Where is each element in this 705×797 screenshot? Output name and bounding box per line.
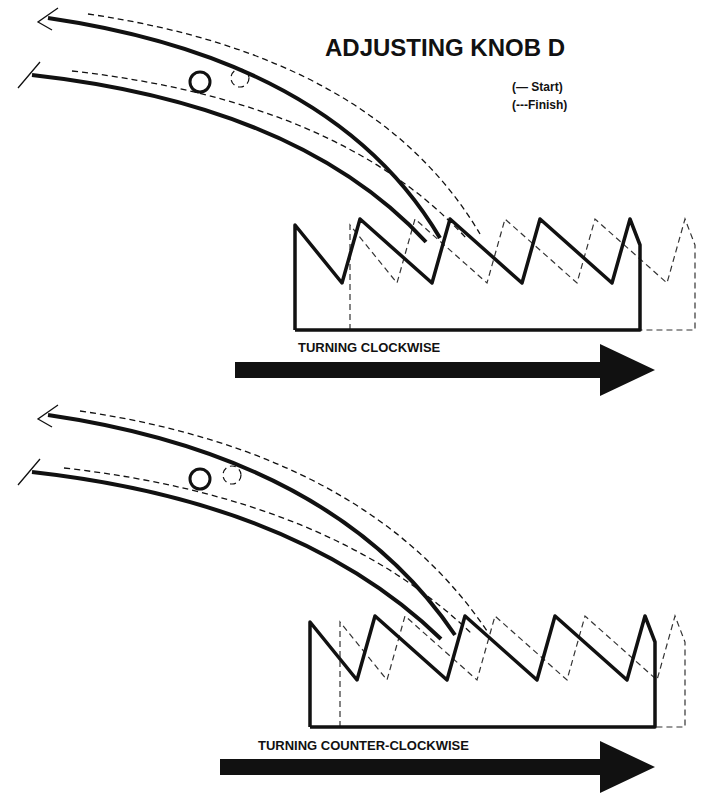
ratchet-panel [18, 405, 685, 793]
ratchet-panel [18, 8, 695, 396]
rack-start [310, 616, 655, 727]
pivot-hole [190, 72, 210, 92]
legend-text: (— Start) [512, 80, 563, 94]
legend-text: (---Finish) [512, 98, 567, 112]
lever-edge [72, 71, 466, 238]
pivot-hole [223, 466, 241, 484]
title: ADJUSTING KNOB D [325, 34, 565, 62]
lever-edge [32, 75, 426, 242]
rack-finish [350, 219, 695, 330]
rack-start [295, 219, 640, 330]
lever-start [18, 405, 455, 639]
lever-edge [32, 472, 441, 639]
break-line [18, 8, 58, 88]
direction-label: TURNING COUNTER-CLOCKWISE [258, 738, 469, 753]
lever-edge [48, 415, 455, 635]
lever-finish [64, 411, 487, 635]
break-line [18, 405, 58, 485]
pivot-hole [190, 469, 210, 489]
lever-edge [64, 468, 473, 635]
direction-label: TURNING CLOCKWISE [298, 340, 440, 355]
